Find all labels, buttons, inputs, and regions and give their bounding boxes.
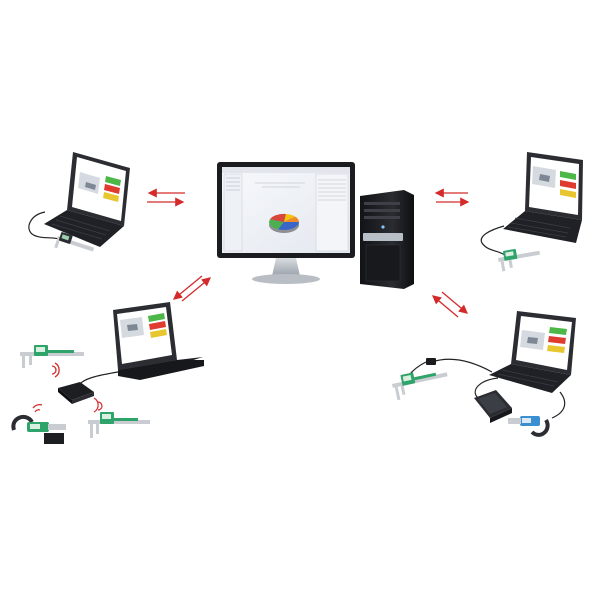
usb-adapter xyxy=(426,358,436,365)
laptop-top-right xyxy=(481,152,583,272)
desktop-tower xyxy=(360,190,414,289)
app-sidebar xyxy=(224,174,242,251)
digital-caliper-icon xyxy=(20,345,84,368)
wireless-receiver-icon xyxy=(58,382,94,404)
monitor-stand xyxy=(272,258,300,276)
arrow-right-laptop xyxy=(436,193,468,202)
monitor-base xyxy=(252,274,320,284)
digital-caliper-icon xyxy=(497,245,542,272)
app-title-bar xyxy=(222,167,350,173)
laptop-lower-right xyxy=(391,311,576,435)
micrometer-icon xyxy=(13,417,66,432)
app-right-panel xyxy=(316,174,348,251)
laptop-lower-left xyxy=(13,302,204,444)
arrow-left-laptop xyxy=(147,193,185,202)
optical-drive xyxy=(363,233,403,241)
wifi-signal-icon xyxy=(33,405,42,412)
arrow-lower-left-laptop xyxy=(174,276,210,301)
arrow-lower-right-laptop xyxy=(433,292,467,317)
wifi-signal-icon xyxy=(52,363,59,377)
pie-chart-icon xyxy=(269,214,299,233)
power-led xyxy=(381,225,384,228)
micrometer-icon xyxy=(508,416,548,435)
wireless-receiver-icon xyxy=(44,433,64,444)
wifi-signal-icon xyxy=(94,398,102,412)
foot-pedal-icon xyxy=(474,390,512,423)
digital-caliper-icon xyxy=(88,412,150,438)
central-monitor xyxy=(217,162,355,284)
digital-caliper-icon xyxy=(391,366,451,401)
laptop-top-left xyxy=(29,152,130,259)
